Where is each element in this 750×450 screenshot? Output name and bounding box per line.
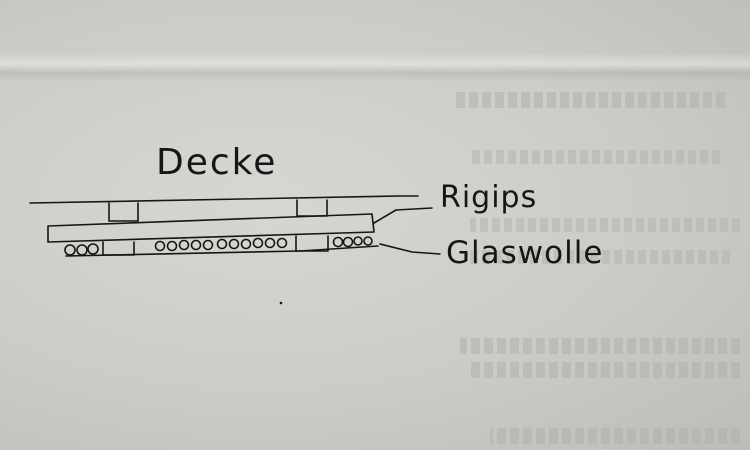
- leader-line-glaswolle: [379, 243, 441, 255]
- plasterboard-panel: [47, 213, 375, 243]
- hanger-block-right: [296, 199, 328, 217]
- ceiling-line: [29, 195, 419, 204]
- diagram-title: Decke: [156, 142, 278, 183]
- hanger-block-left: [108, 202, 139, 222]
- leader-line-rigips: [373, 207, 433, 224]
- label-rigips: Rigips: [440, 180, 538, 215]
- batten-block-left: [102, 241, 135, 256]
- label-glaswolle: Glaswolle: [446, 235, 604, 271]
- glass-wool-loops: [64, 236, 373, 256]
- ink-dot: [279, 301, 283, 305]
- paper-crease: [0, 52, 750, 82]
- insulation-base-line: [65, 245, 379, 257]
